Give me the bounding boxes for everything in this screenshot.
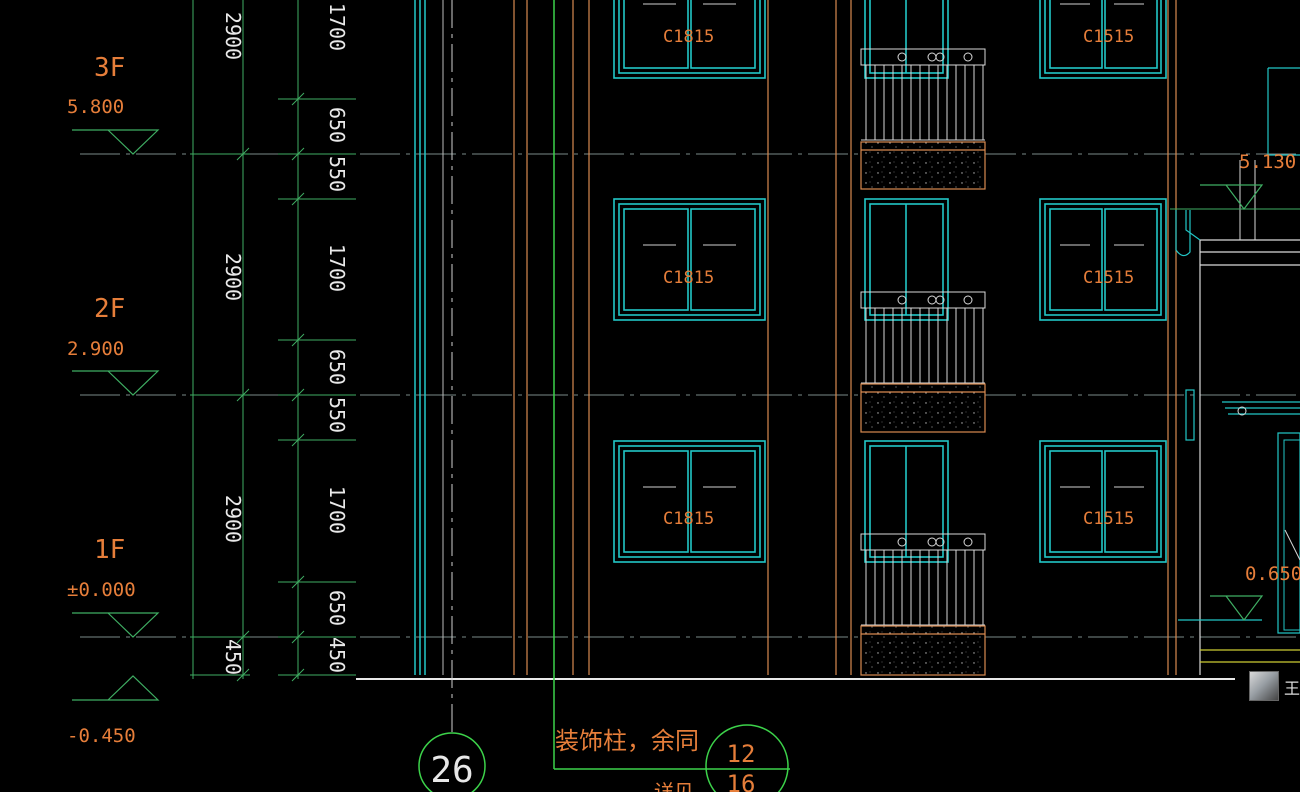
dim-detail-7: 1700: [325, 486, 349, 534]
balcony-slabs: [860, 141, 986, 676]
window-label-left-1f: C1815: [663, 509, 714, 529]
window-label-left-3f: C1815: [663, 27, 714, 47]
cyan-column: [414, 0, 426, 675]
detail-reference-bubble: 12 16: [705, 724, 789, 792]
elev-5130: 5.130: [1239, 151, 1296, 173]
railing-1f: [860, 533, 986, 626]
pilaster-lines: [513, 0, 1177, 675]
dim-total-4: 450: [221, 639, 245, 675]
floor-elev-1f: ±0.000: [67, 579, 136, 601]
dim-detail-1: 1700: [325, 3, 349, 51]
detail-ref-bottom: 16: [727, 770, 756, 792]
dim-total-3: 2900: [221, 495, 245, 543]
floor-3-marker: 3F 5.800: [67, 53, 160, 155]
window-label-right-3f: C1515: [1083, 27, 1134, 47]
avatar-icon: [1249, 671, 1279, 701]
dimension-chains: [190, 0, 356, 682]
dim-total-1: 2900: [221, 12, 245, 60]
watermark-text: 王: [1284, 679, 1300, 698]
annotation-partial: 详见: [654, 780, 694, 792]
railing-3f: [860, 48, 986, 141]
floor-name-2f: 2F: [94, 294, 125, 324]
floor-elev-3f: 5.800: [67, 96, 124, 118]
dim-detail-8: 650: [325, 590, 349, 626]
green-leader: [553, 0, 790, 770]
right-elevation-5130: 5.130: [1170, 151, 1300, 210]
elev-0650: 0.650: [1245, 563, 1300, 585]
balcony-railings: [860, 48, 986, 626]
floor-name-1f: 1F: [94, 535, 125, 565]
window-handles-right: [1060, 3, 1144, 488]
ground-elevation: -0.450: [67, 725, 136, 747]
axis-label-26: 26: [430, 750, 473, 791]
detail-dimension-texts: 1700 650 550 1700 650 550 1700 650 450: [325, 3, 349, 673]
right-elevation-0650: 0.650: [1210, 563, 1300, 621]
floor-name-3f: 3F: [94, 53, 125, 83]
total-dimension-texts: 2900 2900 2900 450: [221, 12, 245, 675]
ground-level-marker: -0.450: [67, 675, 160, 747]
detail-ref-top: 12: [727, 740, 756, 768]
window-label-right-2f: C1515: [1083, 268, 1134, 288]
dim-total-2: 2900: [221, 253, 245, 301]
dim-detail-5: 650: [325, 349, 349, 385]
window-group-right: [1039, 0, 1167, 563]
annotation-decorative-column: 装饰柱，余同: [555, 727, 699, 755]
right-building-edge: [1175, 67, 1300, 675]
dim-detail-3: 550: [325, 156, 349, 192]
window-label-left-2f: C1815: [663, 268, 714, 288]
axis-bubble-26: 26: [418, 732, 486, 792]
dim-detail-9: 450: [325, 637, 349, 673]
floor-1-marker: 1F ±0.000: [67, 535, 160, 638]
floor-elev-2f: 2.900: [67, 338, 124, 360]
dim-detail-2: 650: [325, 107, 349, 143]
level-lines: [80, 153, 1300, 638]
window-handles-left: [643, 3, 736, 488]
dim-detail-6: 550: [325, 397, 349, 433]
railing-2f: [860, 291, 986, 384]
balcony-doors: [864, 0, 949, 563]
window-label-right-1f: C1515: [1083, 509, 1134, 529]
floor-2-marker: 2F 2.900: [67, 294, 160, 396]
window-group-left: [613, 0, 766, 563]
dim-detail-4: 1700: [325, 244, 349, 292]
